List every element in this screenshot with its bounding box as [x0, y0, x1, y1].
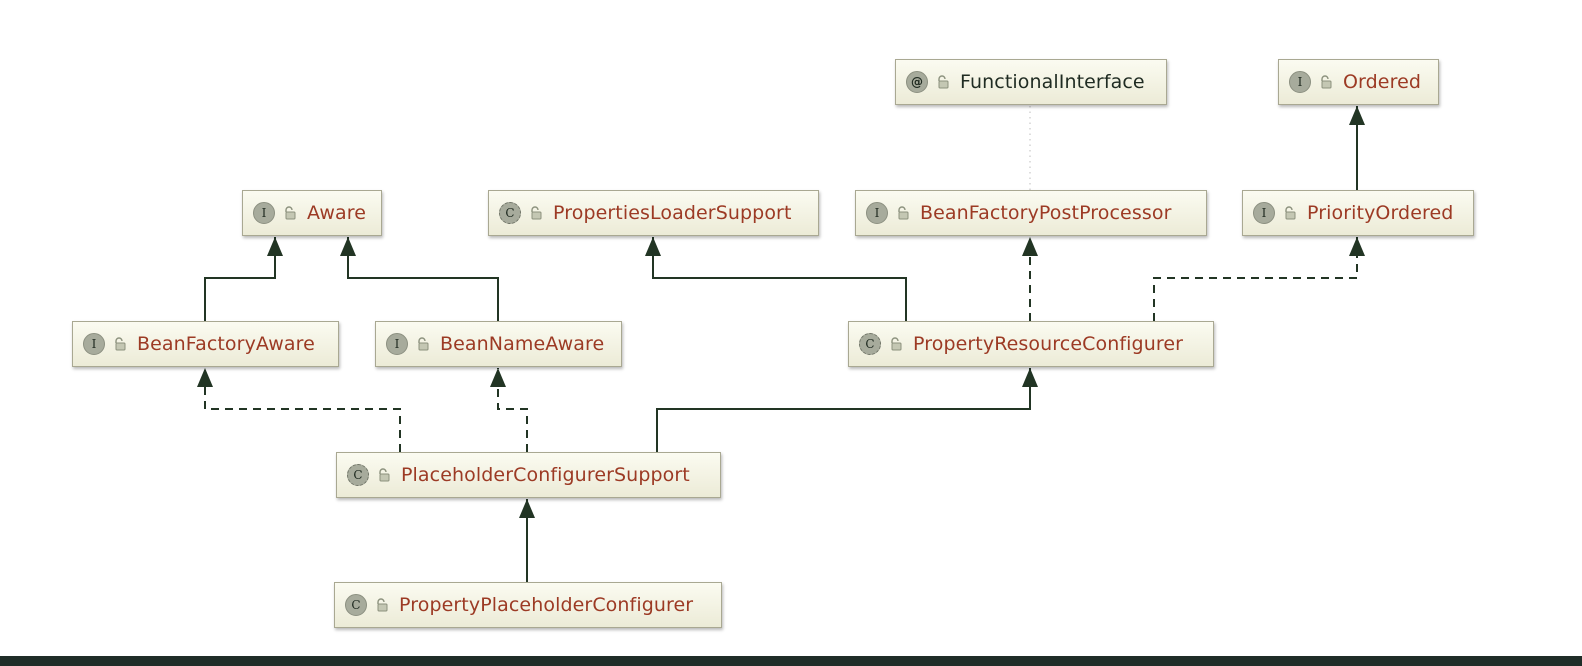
abstract-class-badge-icon: C — [499, 202, 521, 224]
node-ordered[interactable]: I Ordered — [1278, 59, 1439, 105]
node-label: PropertyPlaceholderConfigurer — [399, 594, 694, 616]
arrowhead-icon — [340, 237, 356, 256]
node-bean-name-aware[interactable]: I BeanNameAware — [375, 321, 622, 367]
public-visibility-icon — [938, 75, 949, 89]
public-visibility-icon — [1285, 206, 1296, 220]
edge-extends-bean-name-aware-to-aware — [347, 237, 499, 321]
public-visibility-icon — [285, 206, 296, 220]
public-visibility-icon — [891, 337, 902, 351]
node-label: Aware — [307, 202, 366, 224]
arrowhead-icon — [1349, 237, 1365, 256]
node-label: PlaceholderConfigurerSupport — [401, 464, 690, 486]
node-functional-interface[interactable]: @ FunctionalInterface — [895, 59, 1167, 105]
abstract-class-badge-icon: C — [347, 464, 369, 486]
node-aware[interactable]: I Aware — [242, 190, 382, 236]
node-bean-factory-aware[interactable]: I BeanFactoryAware — [72, 321, 339, 367]
arrowhead-icon — [519, 499, 535, 518]
interface-badge-icon: I — [253, 202, 275, 224]
node-label: BeanFactoryPostProcessor — [920, 202, 1172, 224]
arrowhead-icon — [1022, 368, 1038, 387]
edge-implements-placeholder-configurer-support-to-bean-name-aware — [497, 368, 528, 452]
public-visibility-icon — [898, 206, 909, 220]
bottom-bar — [0, 656, 1582, 666]
public-visibility-icon — [1321, 75, 1332, 89]
abstract-class-badge-icon: C — [859, 333, 881, 355]
node-property-resource-configurer[interactable]: C PropertyResourceConfigurer — [848, 321, 1214, 367]
arrowhead-icon — [1349, 106, 1365, 125]
node-priority-ordered[interactable]: I PriorityOrdered — [1242, 190, 1474, 236]
edge-extends-placeholder-configurer-support-to-property-resource-configurer — [656, 368, 1031, 452]
node-label: BeanFactoryAware — [137, 333, 315, 355]
node-label: PriorityOrdered — [1307, 202, 1454, 224]
arrowhead-icon — [1022, 237, 1038, 256]
interface-badge-icon: I — [83, 333, 105, 355]
arrowhead-icon — [197, 368, 213, 387]
node-properties-loader-support[interactable]: C PropertiesLoaderSupport — [488, 190, 819, 236]
edge-implements-placeholder-configurer-support-to-bean-factory-aware — [204, 368, 401, 452]
node-label: BeanNameAware — [440, 333, 605, 355]
node-label: Ordered — [1343, 71, 1422, 93]
public-visibility-icon — [377, 598, 388, 612]
arrowhead-icon — [267, 237, 283, 256]
public-visibility-icon — [115, 337, 126, 351]
node-label: PropertiesLoaderSupport — [553, 202, 792, 224]
interface-badge-icon: I — [866, 202, 888, 224]
public-visibility-icon — [418, 337, 429, 351]
node-property-placeholder-configurer[interactable]: C PropertyPlaceholderConfigurer — [334, 582, 722, 628]
node-label: PropertyResourceConfigurer — [913, 333, 1184, 355]
arrowhead-icon — [645, 237, 661, 256]
class-badge-icon: C — [345, 594, 367, 616]
edge-extends-bean-factory-aware-to-aware — [204, 237, 276, 321]
interface-badge-icon: I — [1289, 71, 1311, 93]
edge-extends-property-resource-configurer-to-properties-loader-support — [652, 237, 907, 321]
node-bean-factory-post-processor[interactable]: I BeanFactoryPostProcessor — [855, 190, 1207, 236]
public-visibility-icon — [379, 468, 390, 482]
interface-badge-icon: I — [386, 333, 408, 355]
node-label: FunctionalInterface — [960, 71, 1145, 93]
public-visibility-icon — [531, 206, 542, 220]
arrowhead-icon — [490, 368, 506, 387]
edge-implements-property-resource-configurer-to-priority-ordered — [1153, 237, 1358, 321]
interface-badge-icon: I — [1253, 202, 1275, 224]
node-placeholder-configurer-support[interactable]: C PlaceholderConfigurerSupport — [336, 452, 721, 498]
annotation-badge-icon: @ — [906, 71, 928, 93]
